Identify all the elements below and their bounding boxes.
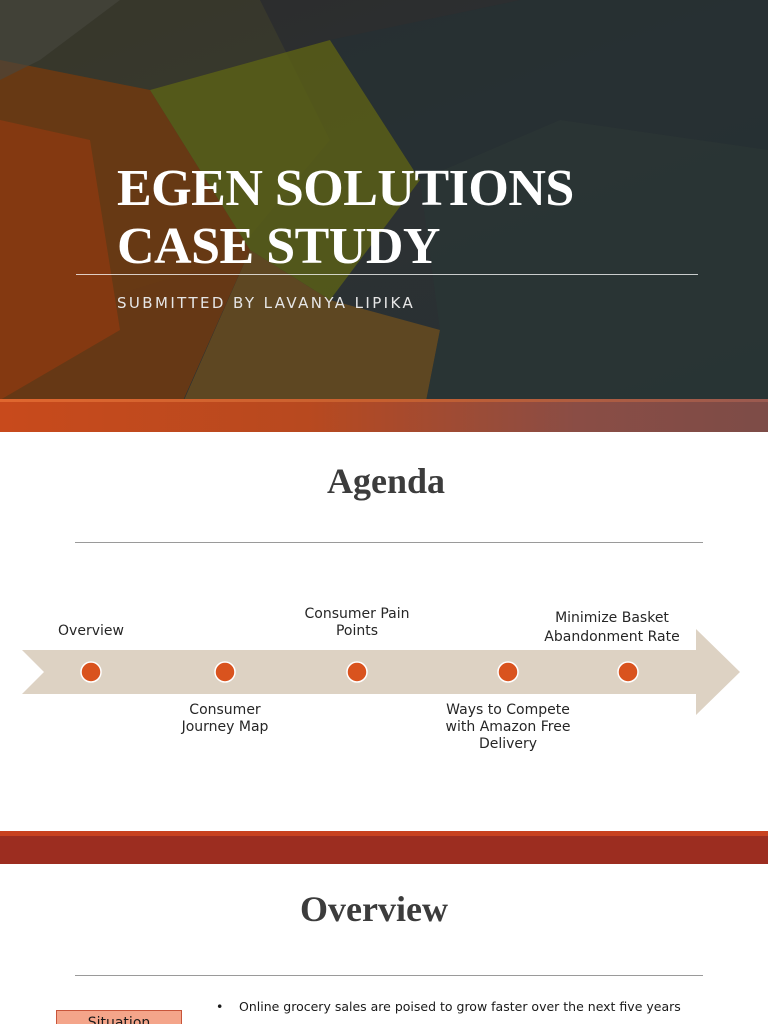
abstract-background-art bbox=[0, 0, 768, 432]
title-bottom-band-accent bbox=[0, 399, 768, 402]
overview-bullet-list: • Online grocery sales are poised to gro… bbox=[216, 996, 756, 1018]
agenda-item-label: Minimize Basket bbox=[555, 610, 669, 626]
timeline-marker-4 bbox=[497, 661, 519, 683]
agenda-item-label: Delivery bbox=[478, 736, 538, 752]
bullet-text: Online grocery sales are poised to grow … bbox=[239, 999, 681, 1014]
bullet-glyph: • bbox=[216, 999, 224, 1014]
agenda-item-label: Consumer bbox=[189, 702, 261, 718]
agenda-item-label: Journey Map bbox=[181, 719, 269, 735]
agenda-item-compete-with-amazon: Ways to Compete with Amazon Free Deliver… bbox=[428, 702, 588, 753]
agenda-heading: Agenda bbox=[326, 461, 446, 501]
overview-bullet-item: • Online grocery sales are poised to gro… bbox=[216, 996, 756, 1018]
agenda-item-minimize-basket-abandonment: Minimize Basket Abandonment Rate bbox=[532, 609, 692, 647]
overview-heading: Overview bbox=[300, 889, 448, 929]
overview-divider bbox=[75, 975, 703, 976]
situation-label-box: Situation bbox=[56, 1010, 182, 1024]
agenda-item-label: Overview bbox=[58, 623, 124, 639]
title-divider bbox=[76, 274, 698, 275]
presentation-subtitle: SUBMITTED BY LAVANYA LIPIKA bbox=[117, 294, 416, 312]
overview-slide: Overview Situation • Online grocery sale… bbox=[0, 864, 768, 1024]
agenda-item-label: Abandonment Rate bbox=[544, 629, 680, 645]
agenda-item-label: Points bbox=[335, 623, 379, 639]
agenda-item-overview: Overview bbox=[41, 623, 141, 640]
title-line-2: CASE STUDY bbox=[117, 218, 440, 275]
agenda-item-consumer-pain-points: Consumer Pain Points bbox=[287, 606, 427, 640]
timeline-arrow-shape bbox=[22, 629, 740, 715]
agenda-timeline-arrow bbox=[22, 629, 740, 715]
agenda-divider bbox=[75, 542, 703, 543]
agenda-bottom-band bbox=[0, 831, 768, 864]
agenda-slide: Agenda Overview Consumer Journey Map Con… bbox=[0, 432, 768, 864]
timeline-marker-2 bbox=[214, 661, 236, 683]
timeline-marker-1 bbox=[80, 661, 102, 683]
title-line-1: EGEN SOLUTIONS bbox=[117, 160, 574, 217]
presentation-title: EGEN SOLUTIONS CASE STUDY bbox=[117, 160, 574, 276]
agenda-bottom-band-accent bbox=[0, 831, 768, 836]
agenda-item-consumer-journey-map: Consumer Journey Map bbox=[160, 702, 290, 736]
agenda-item-label: Ways to Compete bbox=[446, 702, 570, 718]
title-slide: EGEN SOLUTIONS CASE STUDY SUBMITTED BY L… bbox=[0, 0, 768, 432]
title-bottom-band bbox=[0, 400, 768, 432]
timeline-marker-3 bbox=[346, 661, 368, 683]
agenda-item-label: Consumer Pain bbox=[304, 606, 410, 622]
agenda-item-label: with Amazon Free bbox=[445, 719, 571, 735]
timeline-marker-5 bbox=[617, 661, 639, 683]
